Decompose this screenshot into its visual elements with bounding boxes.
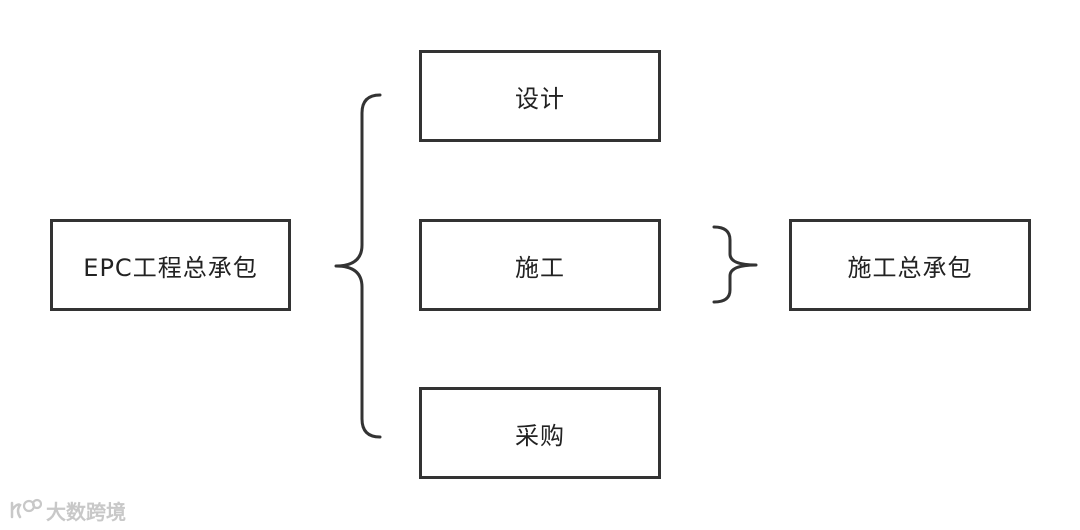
left-brace <box>334 93 382 439</box>
watermark: 大数跨境 <box>8 494 126 526</box>
watermark-text: 大数跨境 <box>46 499 126 524</box>
branch-node-procurement: 采购 <box>419 387 661 479</box>
target-node-label: 施工总承包 <box>847 253 973 282</box>
branch-node-construction: 施工 <box>419 219 661 311</box>
watermark-logo-icon <box>10 498 42 519</box>
branch-node-design: 设计 <box>419 50 661 142</box>
root-node-label: EPC工程总承包 <box>83 253 258 282</box>
branch-label-construction: 施工 <box>515 253 565 282</box>
target-node-box: 施工总承包 <box>789 219 1031 311</box>
branch-label-design: 设计 <box>515 84 565 113</box>
right-brace <box>712 225 758 304</box>
branch-label-procurement: 采购 <box>515 421 565 450</box>
root-node-box: EPC工程总承包 <box>50 219 291 311</box>
